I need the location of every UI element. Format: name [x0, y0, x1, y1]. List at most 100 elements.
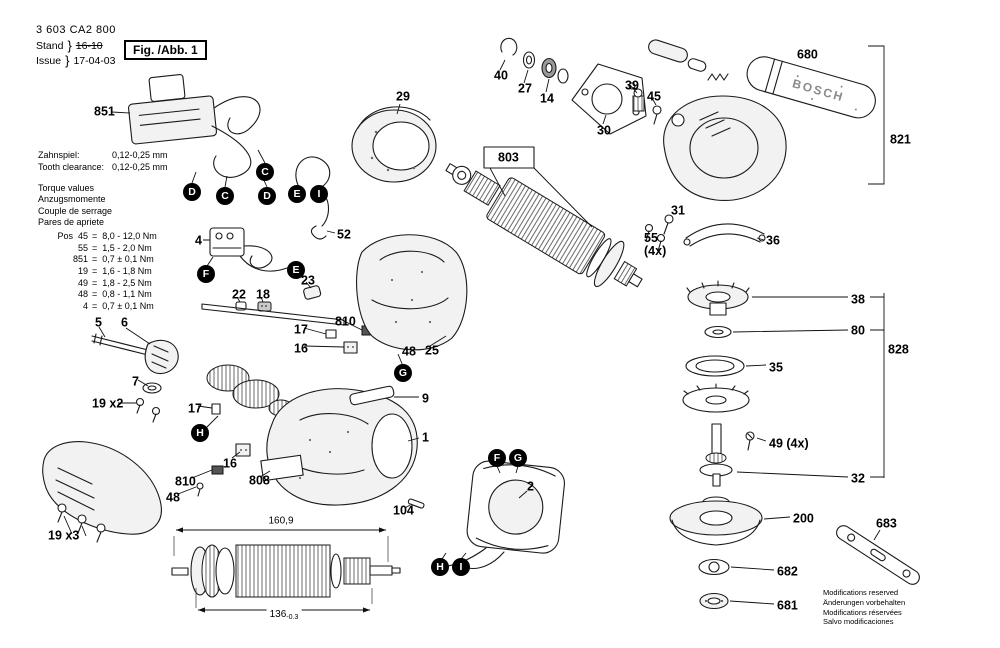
drive-train-drawing — [669, 280, 885, 610]
part-label-810a: 810 — [335, 314, 356, 329]
ref-badge-e-4: E — [288, 185, 306, 203]
torque-row-value: = 1,6 - 1,8 Nm — [92, 266, 152, 277]
part-label-808: 808 — [249, 473, 270, 488]
part-label-683: 683 — [876, 516, 897, 531]
part-label-45: 45 — [647, 89, 661, 104]
torque-row: 851= 0,7 ± 0,1 Nm — [38, 254, 157, 266]
ref-badge-h-12: H — [431, 558, 449, 576]
gear-housing-drawing — [648, 39, 787, 202]
housing-shell-25-drawing — [356, 234, 468, 351]
part-label-680: 680 — [797, 47, 818, 62]
torque-row-value: = 0,7 ± 0,1 Nm — [92, 254, 154, 265]
part-label-18: 18 — [256, 287, 270, 302]
part-label-27: 27 — [518, 81, 532, 96]
stand-label: Stand — [36, 40, 64, 53]
stand-value: 16-10 — [75, 40, 103, 53]
part-label-32: 32 — [851, 471, 865, 486]
part-label-681: 681 — [777, 598, 798, 613]
torque-row-pos: 48 — [77, 289, 88, 300]
part-label-48a: 48 — [402, 344, 416, 359]
issue-label: Issue — [36, 55, 62, 68]
part-label-30: 30 — [597, 123, 611, 138]
ref-badge-i-13: I — [452, 558, 470, 576]
bell-housing-29-drawing — [351, 103, 437, 183]
part-label-16b: 16 — [223, 456, 237, 471]
ref-badge-d-1: D — [183, 183, 201, 201]
part-label-200: 200 — [793, 511, 814, 526]
part-label-31: 31 — [671, 203, 685, 218]
ref-badge-i-5: I — [310, 185, 328, 203]
torque-row: 55= 1,5 - 2,0 Nm — [38, 243, 157, 255]
part-label-39: 39 — [625, 78, 639, 93]
torque-row: 19 = 1,6 - 1,8 Nm — [38, 266, 157, 278]
clearance-label: Zahnspiel: — [38, 150, 80, 160]
ref-badge-f-10: F — [488, 449, 506, 467]
dimension-core: 136-0.3 — [266, 609, 302, 621]
torque-row-value: = 0,8 - 1,1 Nm — [92, 289, 152, 300]
torque-row-value: = 1,5 - 2,0 Nm — [92, 242, 152, 253]
torque-row: 4= 0,7 ± 0,1 Nm — [38, 301, 157, 313]
part-label-16a: 16 — [294, 341, 308, 356]
part-label-80: 80 — [851, 323, 865, 338]
clearance-label: Tooth clearance: — [38, 161, 105, 172]
torque-heading-line: Couple de serrage — [38, 205, 113, 216]
torque-heading-line: Anzugsmomente — [38, 194, 106, 205]
clamp-36-drawing — [644, 214, 766, 252]
part-label-2: 2 — [527, 479, 534, 494]
modifications-line: Modifications reserved — [823, 588, 899, 597]
part-label-682: 682 — [777, 564, 798, 579]
torque-row-pos: 19 — [77, 266, 88, 277]
modifications-line: Änderungen vorbehalten — [823, 597, 906, 607]
torque-row: 48 = 0,8 - 1,1 Nm — [38, 289, 157, 301]
main-housing-1-drawing — [259, 385, 425, 509]
part-label-6: 6 — [121, 315, 128, 330]
part-label-14: 14 — [540, 91, 554, 106]
switch-4-drawing — [203, 227, 288, 272]
torque-row-pos: 4 — [82, 301, 88, 312]
side-handle-680-drawing: BOSCH — [746, 56, 876, 119]
part-label-803: 803 — [498, 150, 519, 165]
part-label-48b: 48 — [166, 490, 180, 505]
bracket-828 — [870, 293, 885, 478]
part-label-9: 9 — [422, 391, 429, 406]
part-label-19x3: 19 x3 — [48, 528, 80, 543]
part-label-55: 55 (4x) — [644, 230, 667, 258]
part-label-22: 22 — [232, 287, 246, 302]
stand-row: Stand}16-10 — [36, 38, 116, 54]
part-label-7: 7 — [132, 374, 139, 389]
part-label-4: 4 — [195, 233, 202, 248]
part-label-25: 25 — [425, 343, 439, 358]
part-label-17a: 17 — [294, 322, 308, 337]
dimension-overall: 160,9 — [265, 515, 297, 527]
part-label-19x2: 19 x2 — [92, 396, 124, 411]
part-label-49: 49 (4x) — [769, 436, 809, 451]
modifications-line: Modifications réservées — [823, 607, 902, 617]
ref-badge-h-9: H — [191, 424, 209, 442]
motor-cover-drawing — [42, 441, 162, 543]
part-label-828: 828 — [888, 342, 909, 357]
ref-badge-f-6: F — [197, 265, 215, 283]
brace-glyph: } — [65, 52, 70, 68]
part-number: 3 603 CA2 800 — [36, 24, 116, 36]
figure-label: Fig. /Abb. 1 — [124, 40, 207, 60]
stator-2-drawing — [441, 460, 565, 570]
part-label-23: 23 — [301, 273, 315, 288]
torque-row-value: = 1,8 - 2,5 Nm — [92, 277, 152, 288]
spindle-5-6-drawing — [91, 326, 179, 423]
part-label-5: 5 — [95, 315, 102, 330]
pinion-39-screw-45-drawing — [629, 84, 662, 125]
part-label-810b: 810 — [175, 474, 196, 489]
torque-row: Pos 45= 8,0 - 12,0 Nm — [38, 231, 156, 243]
issue-value: 17-04-03 — [73, 55, 116, 68]
part-label-1: 1 — [422, 430, 429, 445]
part-label-35: 35 — [769, 360, 783, 375]
rings-40-27-14-drawing — [499, 37, 569, 93]
torque-heading-line: Pares de apriete — [38, 216, 105, 227]
clearance-value: 0,12-0,25 mm — [112, 161, 168, 172]
ref-badge-g-8: G — [394, 364, 412, 382]
torque-row-pos: Pos 45 — [57, 231, 88, 241]
